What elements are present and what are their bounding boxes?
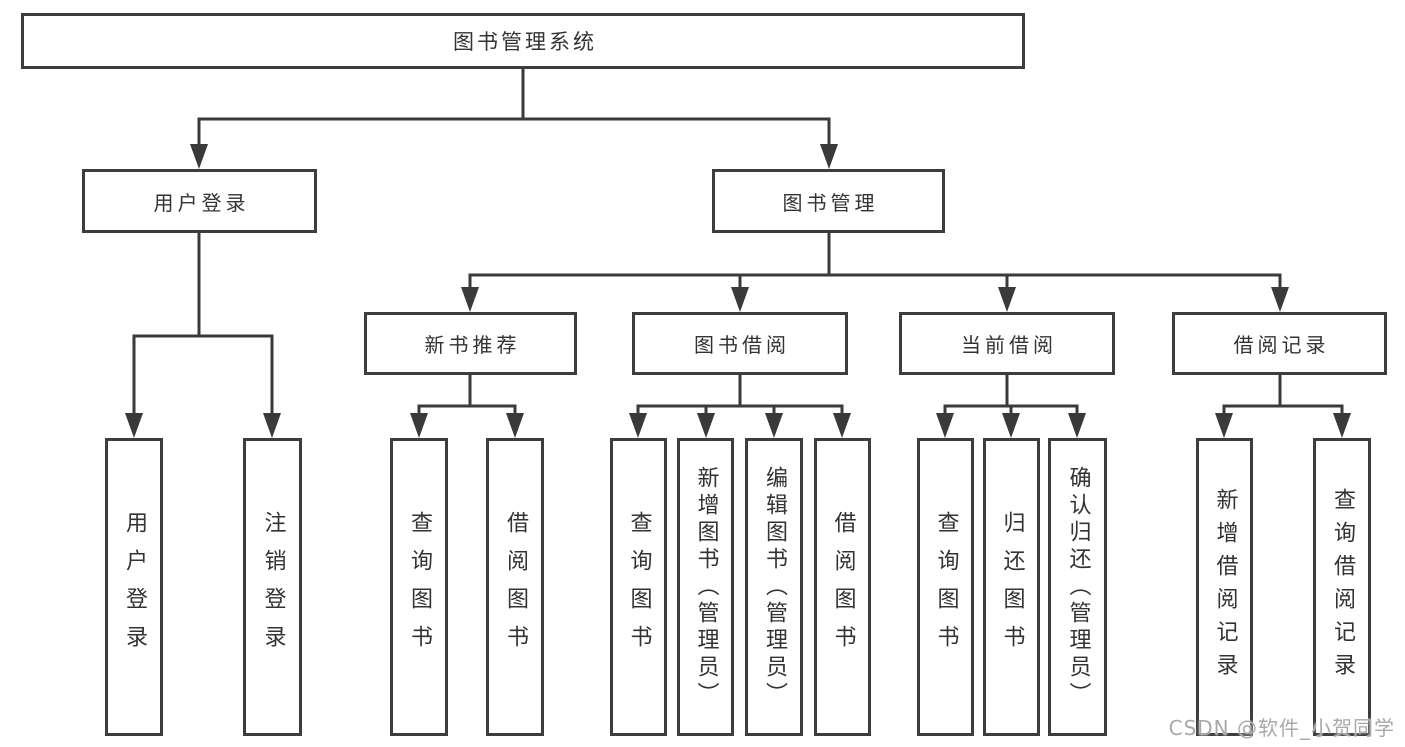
leaf-edit-book-admin: 编辑图书（管理员） (745, 438, 803, 736)
leaf-query-books-recommend: 查询图书 (390, 438, 448, 736)
node-borrow-records: 借阅记录 (1172, 312, 1387, 375)
csdn-watermark: CSDN @软件_小贺同学 (1168, 716, 1395, 740)
node-current-borrow: 当前借阅 (899, 312, 1115, 375)
leaf-add-borrow-record: 新增借阅记录 (1196, 438, 1253, 736)
node-book-borrow: 图书借阅 (632, 312, 848, 375)
leaf-query-borrow-record: 查询借阅记录 (1313, 438, 1371, 736)
node-borrow-records-label: 借阅记录 (1233, 333, 1330, 357)
leaf-query-books-recommend-label: 查询图书 (407, 511, 432, 663)
leaf-borrow-books-label: 借阅图书 (830, 511, 856, 663)
node-root-system: 图书管理系统 (21, 13, 1025, 69)
node-current-borrow-label: 当前借阅 (961, 333, 1057, 357)
node-user-login-label: 用户登录 (153, 190, 250, 215)
leaf-edit-book-admin-label: 编辑图书（管理员） (762, 465, 787, 709)
node-user-login: 用户登录 (82, 169, 317, 233)
leaf-borrow-books-recommend-label: 借阅图书 (503, 511, 528, 663)
node-book-management-label: 图书管理 (782, 190, 879, 215)
node-book-management: 图书管理 (712, 169, 945, 233)
node-book-borrow-label: 图书借阅 (694, 333, 790, 357)
leaf-borrow-books: 借阅图书 (814, 438, 871, 736)
node-new-book-recommend-label: 新书推荐 (424, 333, 521, 357)
leaf-query-books-current-label: 查询图书 (933, 511, 959, 663)
leaf-confirm-return-admin: 确认归还（管理员） (1048, 438, 1107, 736)
leaf-add-book-admin-label: 新增图书（管理员） (693, 465, 719, 709)
leaf-add-borrow-record-label: 新增借阅记录 (1212, 488, 1238, 686)
leaf-add-book-admin: 新增图书（管理员） (677, 438, 734, 736)
leaf-confirm-return-admin-label: 确认归还（管理员） (1065, 465, 1091, 709)
leaf-query-borrow-record-label: 查询借阅记录 (1330, 488, 1355, 686)
leaf-query-books-borrow-label: 查询图书 (626, 511, 652, 663)
leaf-query-books-current: 查询图书 (917, 438, 974, 736)
leaf-return-book: 归还图书 (983, 438, 1040, 736)
leaf-return-book-label: 归还图书 (999, 511, 1025, 663)
leaf-logout: 注销登录 (243, 438, 302, 736)
node-new-book-recommend: 新书推荐 (364, 312, 577, 375)
leaf-user-login-label: 用户登录 (122, 511, 147, 663)
leaf-logout-label: 注销登录 (260, 511, 286, 663)
leaf-borrow-books-recommend: 借阅图书 (486, 438, 544, 736)
leaf-query-books-borrow: 查询图书 (610, 438, 667, 736)
node-root-system-label: 图书管理系统 (453, 30, 597, 54)
leaf-user-login: 用户登录 (105, 438, 163, 736)
